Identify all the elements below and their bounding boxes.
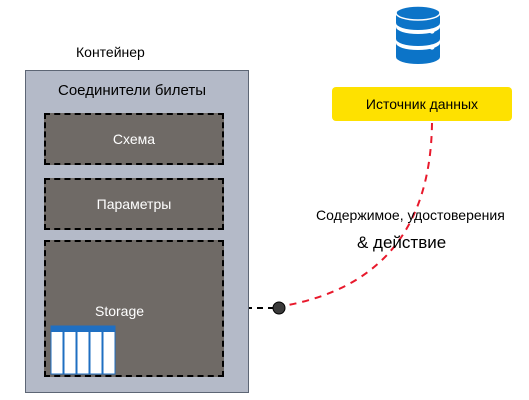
storage-box [44, 240, 224, 377]
storage-label: Storage [95, 303, 145, 319]
connectors-header: Соединители билеты [58, 82, 207, 99]
container-title: Контейнер [76, 44, 145, 60]
data-source-box: Источник данных [332, 87, 512, 121]
parameters-label: Параметры [96, 196, 172, 212]
database-icon [395, 5, 441, 64]
files-stack-icon [50, 325, 116, 375]
data-flow-edge [282, 122, 433, 307]
connection-point [272, 301, 286, 315]
edge-label-action: & действие [357, 233, 447, 252]
data-source-label: Источник данных [365, 96, 479, 112]
edge-label-content: Содержимое, удостоверения [316, 207, 505, 223]
parameters-box: Параметры [44, 178, 224, 230]
schema-label: Схема [112, 131, 156, 147]
schema-box: Схема [44, 113, 224, 165]
